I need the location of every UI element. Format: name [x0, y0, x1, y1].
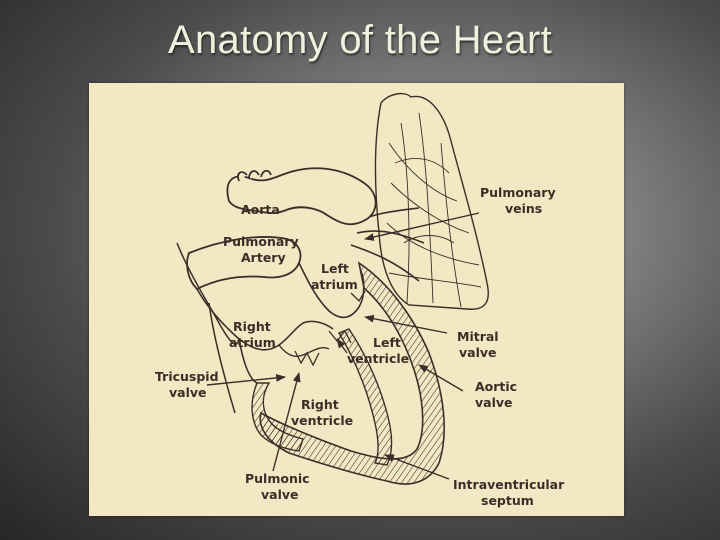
heart-outline [196, 261, 445, 485]
label-pulmonary-veins-line1: Pulmonary [480, 185, 556, 200]
label-left-ventricle-line1: Left [373, 335, 401, 350]
vena-cava-drawing [176, 242, 240, 414]
label-septum-line1: Intraventricular [453, 477, 565, 492]
label-right-ventricle-line1: Right [301, 397, 339, 412]
label-aorta: Aorta [241, 202, 280, 217]
label-pulmonic-valve-line2: valve [261, 487, 299, 502]
label-right-atrium-line1: Right [233, 319, 271, 334]
label-left-atrium-line2: atrium [311, 277, 358, 292]
septum-wall [337, 328, 393, 466]
heart-diagram-drawing: Aorta Pulmonary Artery Left atrium Pulmo… [155, 92, 565, 508]
label-left-ventricle-line2: ventricle [347, 351, 409, 366]
label-pulmonic-valve-line1: Pulmonic [245, 471, 310, 486]
arrow-left-ventricle [336, 338, 348, 354]
label-right-ventricle-line2: ventricle [291, 413, 353, 428]
arrow-pulmonary-veins [364, 212, 480, 241]
label-tricuspid-valve-line1: Tricuspid [155, 369, 219, 384]
diagram-labels: Aorta Pulmonary Artery Left atrium Pulmo… [155, 185, 565, 508]
label-mitral-valve-line2: valve [459, 345, 497, 360]
arrow-mitral-valve [364, 314, 448, 334]
label-mitral-valve-line1: Mitral [457, 329, 499, 344]
arrow-pulmonic-valve [272, 372, 301, 472]
pulmonary-artery-drawing [186, 236, 302, 291]
label-pulmonary-artery-line2: Artery [241, 250, 286, 265]
label-aortic-valve-line2: valve [475, 395, 513, 410]
label-septum-line2: septum [481, 493, 534, 508]
label-pulmonary-artery-line1: Pulmonary [223, 234, 299, 249]
slide-title: Anatomy of the Heart [168, 18, 552, 62]
label-pulmonary-veins-line2: veins [505, 201, 542, 216]
label-right-atrium-line2: atrium [229, 335, 276, 350]
right-ventricle-wall [251, 382, 304, 452]
myocardium-wall [259, 261, 445, 485]
label-left-atrium-line1: Left [321, 261, 349, 276]
aorta-drawing [226, 167, 377, 226]
heart-diagram: Aorta Pulmonary Artery Left atrium Pulmo… [89, 83, 624, 516]
label-tricuspid-valve-line2: valve [169, 385, 207, 400]
lung-drawing [374, 92, 489, 310]
arrow-septum [384, 454, 450, 480]
arrow-tricuspid-valve [206, 374, 286, 386]
label-aortic-valve-line1: Aortic [475, 379, 517, 394]
label-arrows [206, 212, 480, 480]
arrow-aortic-valve [418, 364, 464, 392]
